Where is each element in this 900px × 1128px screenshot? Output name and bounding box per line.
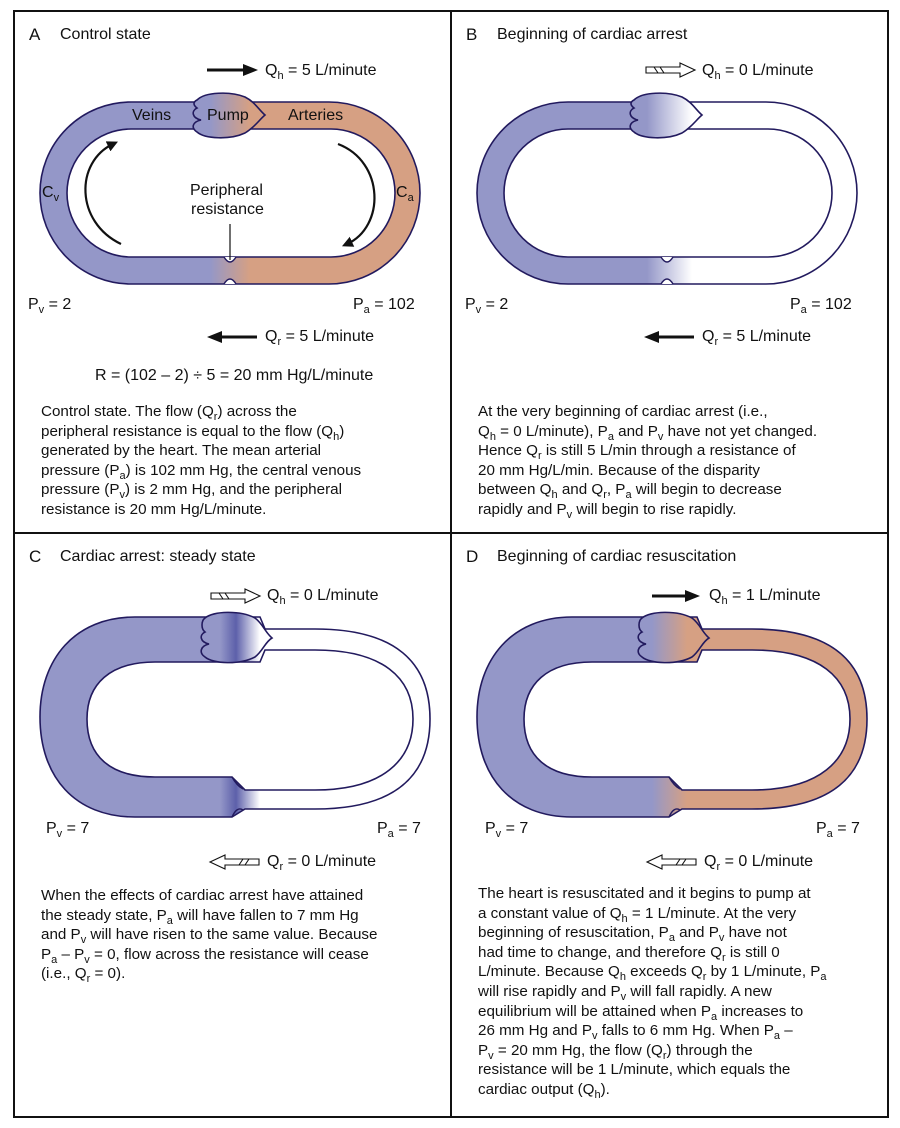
circulation-diagram: [476, 62, 858, 343]
qr-label: Qr = 0 L/minute: [267, 853, 377, 873]
caption-line: Control state. The flow (Qr) across the: [41, 403, 297, 423]
qh-label: Qh = 1 L/minute: [709, 587, 821, 607]
caption-line: beginning of resuscitation, Pa and Pv ha…: [478, 924, 787, 945]
panel-beginning-cardiac-resuscitation: D Beginning of cardiac resuscitation Qh …: [450, 532, 889, 1118]
caption-line: a constant value of Qh = 1 L/minute. At …: [478, 904, 797, 925]
caption-line: When the effects of cardiac arrest have …: [41, 887, 364, 904]
resistance-equation: R = (102 – 2) ÷ 5 = 20 mm Hg/L/minute: [95, 367, 374, 384]
hollow-arrow-left-icon: [208, 854, 260, 870]
caption-line: (i.e., Qr = 0).: [41, 965, 126, 986]
caption: The heart is resuscitated and it begins …: [478, 884, 827, 1100]
resistance-label-line1: Peripheral: [190, 182, 263, 199]
panel-cardiac-arrest-steady-state: C Cardiac arrest: steady state Qh = 0 L/…: [13, 532, 452, 1118]
caption-line: had time to change, and therefore Qr is …: [478, 943, 780, 964]
panel-control-state: A Control state Qh = 5 L/minute Veins Pu…: [13, 10, 452, 534]
pv-label: Pv = 2: [28, 296, 72, 316]
caption-line: Pa – Pv = 0, flow across the resistance …: [41, 945, 369, 966]
panel-title: Control state: [60, 26, 151, 43]
caption-line: Hence Qr is still 5 L/min through a resi…: [478, 442, 796, 463]
ca-label: Ca: [396, 184, 414, 204]
filled-arrow-right-icon: [652, 590, 700, 602]
panel-letter: A: [29, 25, 41, 44]
circulation-diagram: [476, 590, 868, 870]
panel-letter: B: [466, 25, 478, 44]
pa-label: Pa = 102: [353, 296, 415, 316]
caption-line: between Qh and Qr, Pa will begin to decr…: [478, 481, 782, 502]
hollow-arrow-left-icon: [645, 854, 697, 870]
qr-label: Qr = 5 L/minute: [265, 328, 375, 348]
caption-line: Qh = 0 L/minute), Pa and Pv have not yet…: [478, 422, 818, 443]
caption-line: peripheral resistance is equal to the fl…: [41, 422, 345, 443]
pa-label: Pa = 7: [377, 820, 421, 840]
pump: [637, 611, 711, 664]
resistance-pinch: [668, 776, 681, 818]
caption-line: the steady state, Pa will have fallen to…: [41, 906, 359, 927]
resistance-pinch: [231, 776, 244, 818]
caption-line: resistance will be 1 L/minute, which equ…: [478, 1061, 791, 1079]
qh-label: Qh = 0 L/minute: [702, 62, 814, 82]
caption-line: Pv = 20 mm Hg, the flow (Qr) through the: [478, 1041, 753, 1062]
caption-line: The heart is resuscitated and it begins …: [478, 885, 811, 902]
pump: [192, 92, 267, 139]
pump-label: Pump: [207, 107, 249, 124]
caption: When the effects of cardiac arrest have …: [41, 886, 378, 986]
pump: [200, 611, 274, 664]
pump: [629, 92, 704, 139]
circulation-diagram: [39, 588, 431, 870]
flow-arrow-venous-icon: [84, 141, 122, 245]
flow-arrow-arterial-icon: [337, 142, 376, 247]
veins-label: Veins: [132, 107, 172, 124]
caption-line: At the very beginning of cardiac arrest …: [478, 403, 768, 420]
pa-label: Pa = 7: [816, 820, 860, 840]
caption-line: 26 mm Hg and Pv falls to 6 mm Hg. When P…: [478, 1022, 793, 1043]
caption-line: equilibrium will be attained when Pa inc…: [478, 1002, 804, 1023]
caption-line: generated by the heart. The mean arteria…: [41, 442, 322, 460]
caption-line: pressure (Pa) is 102 mm Hg, the central …: [41, 461, 362, 482]
panel-title: Beginning of cardiac arrest: [497, 26, 688, 43]
circulation-diagram: [39, 64, 421, 343]
resistance-pinch: [660, 256, 674, 285]
qh-label: Qh = 0 L/minute: [267, 587, 379, 607]
panel-title: Beginning of cardiac resuscitation: [497, 548, 737, 565]
caption-line: 20 mm Hg/L/min. Because of the disparity: [478, 461, 760, 479]
panel-beginning-cardiac-arrest: B Beginning of cardiac arrest Qh = 0 L/m…: [450, 10, 889, 534]
caption-line: rapidly and Pv will begin to rise rapidl…: [478, 500, 737, 521]
vessel-loop: [39, 101, 421, 285]
filled-arrow-left-icon: [207, 331, 257, 343]
pv-label: Pv = 7: [485, 820, 529, 840]
panel-title: Cardiac arrest: steady state: [60, 548, 256, 565]
qr-label: Qr = 0 L/minute: [704, 853, 814, 873]
resistance-label-line2: resistance: [191, 201, 264, 218]
caption-line: cardiac output (Qh).: [478, 1080, 610, 1101]
hollow-arrow-right-icon: [210, 588, 262, 604]
panel-letter: D: [466, 547, 479, 566]
caption-line: will rise rapidly and Pv will fall rapid…: [478, 982, 772, 1003]
pv-label: Pv = 7: [46, 820, 90, 840]
caption: At the very beginning of cardiac arrest …: [478, 402, 817, 520]
qh-label: Qh = 5 L/minute: [265, 62, 377, 82]
vessel-loop: [476, 101, 858, 285]
panel-letter: C: [29, 547, 42, 566]
caption-line: pressure (Pv) is 2 mm Hg, and the periph…: [41, 481, 342, 502]
resistance-pinch: [223, 256, 237, 285]
pv-label: Pv = 2: [465, 296, 509, 316]
cv-label: Cv: [42, 184, 60, 204]
caption-line: and Pv will have risen to the same value…: [41, 926, 378, 947]
qr-label: Qr = 5 L/minute: [702, 328, 812, 348]
filled-arrow-right-icon: [207, 64, 258, 76]
arteries-label: Arteries: [288, 107, 344, 124]
caption-line: L/minute. Because Qh exceeds Qr by 1 L/m…: [478, 963, 827, 984]
caption-line: resistance is 20 mm Hg/L/minute.: [41, 500, 267, 518]
pa-label: Pa = 102: [790, 296, 852, 316]
hollow-arrow-right-icon: [645, 62, 697, 78]
filled-arrow-left-icon: [644, 331, 694, 343]
